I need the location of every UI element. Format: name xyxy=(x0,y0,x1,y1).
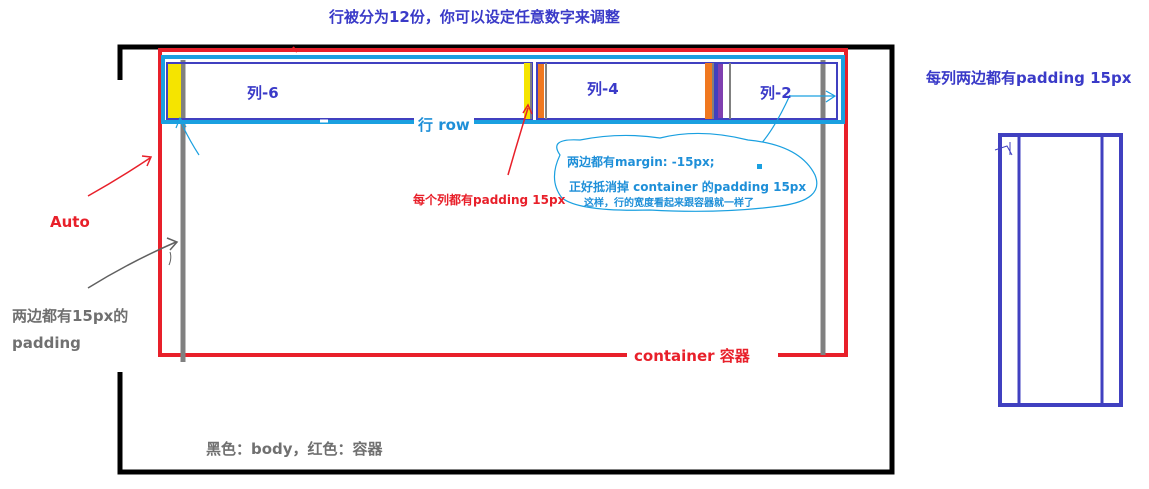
col-6-label: 列-6 xyxy=(247,84,279,102)
column-illustration-outer xyxy=(998,133,1123,407)
col-4-padding-left xyxy=(537,63,544,119)
col-6-box xyxy=(166,62,533,120)
col-2-label: 列-2 xyxy=(760,84,792,102)
col-2-padding-left xyxy=(717,63,723,119)
each-col-padding-label: 每个列都有padding 15px xyxy=(413,193,566,207)
margin-arrow-right-head xyxy=(825,90,837,103)
auto-label: Auto xyxy=(50,213,90,231)
container-padding-arrow xyxy=(87,241,177,289)
body-box xyxy=(117,44,895,475)
col-4-label: 列-4 xyxy=(587,80,619,98)
margin-arrow-left-head xyxy=(175,116,187,129)
container-padding-label-line1: 两边都有15px的 xyxy=(12,307,129,325)
auto-arrow-head xyxy=(141,155,153,167)
col-6-padding-right xyxy=(524,63,531,119)
top-title: 行被分为12份，你可以设定任意数字来调整 xyxy=(329,8,620,26)
col-6-padding-left xyxy=(167,63,181,119)
row-label: 行 row xyxy=(414,114,474,135)
container-padding-arrow-head xyxy=(166,237,179,251)
margin-note-bubble xyxy=(553,132,818,212)
right-note-label: 每列两边都有padding 15px xyxy=(926,69,1132,87)
col-2-box xyxy=(716,62,838,120)
bubble-marker xyxy=(757,164,762,169)
margin-arrow-left xyxy=(179,119,200,156)
col-4-box xyxy=(536,62,716,120)
row-box xyxy=(161,55,845,124)
padding-arrow xyxy=(507,107,529,176)
container-padding-label-line2: padding xyxy=(12,334,81,352)
tick xyxy=(292,46,298,53)
stroke xyxy=(168,251,172,266)
column-illustration-arrow xyxy=(994,145,1013,156)
margin-note-line3: 这样，行的宽度看起来跟容器就一样了 xyxy=(584,198,754,209)
container-label: container 容器 xyxy=(630,345,754,366)
margin-note-line1: 两边都有margin: -15px; xyxy=(567,155,715,169)
legend-label: 黑色：body，红色：容器 xyxy=(206,440,383,458)
auto-arrow xyxy=(87,157,151,197)
padding-arrow-head xyxy=(522,103,533,115)
col-4-padding-right xyxy=(705,63,713,119)
container-box xyxy=(158,48,848,357)
margin-note-line2: 正好抵消掉 container 的padding 15px xyxy=(569,180,807,194)
